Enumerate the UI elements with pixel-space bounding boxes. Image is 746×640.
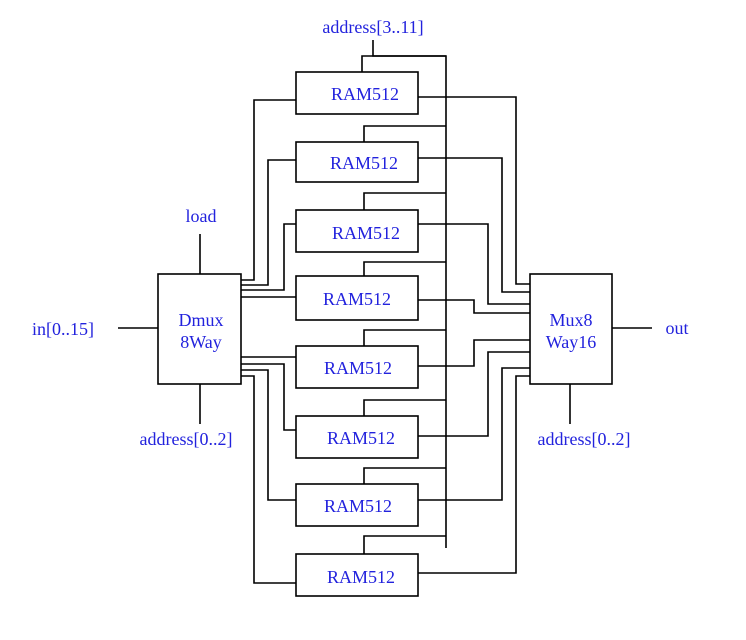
- bus-tap-2: [363, 125, 446, 142]
- dmux-address-label: address[0..2]: [140, 429, 233, 449]
- mux-box: [529, 273, 613, 385]
- bus-tap-6: [363, 399, 446, 416]
- ram-box-5: [295, 345, 419, 389]
- dmux-out-wire-6: [241, 363, 296, 431]
- ram-out-wire-3: [418, 223, 530, 305]
- ram-box-4: [295, 275, 419, 321]
- bus-tap-5: [363, 329, 446, 346]
- ram-label-4: RAM512: [323, 289, 391, 309]
- bus-tap-1: [361, 55, 446, 72]
- labels: address[3..11] load in[0..15] address[0.…: [32, 17, 689, 587]
- bus-tap-4: [363, 261, 446, 276]
- dmux-label-line1: Dmux: [179, 310, 224, 330]
- address-high-label: address[3..11]: [322, 17, 423, 37]
- bus-tap-3: [363, 192, 446, 210]
- ram-label-5: RAM512: [324, 358, 392, 378]
- dmux-out-wire-7: [241, 369, 296, 501]
- mux-label-line1: Mux8: [549, 310, 592, 330]
- bus-tap-8: [363, 535, 446, 554]
- ram-box-6: [295, 415, 419, 459]
- ram-label-7: RAM512: [324, 496, 392, 516]
- ram-box-1: [295, 71, 419, 115]
- ram-label-8: RAM512: [327, 567, 395, 587]
- ram-label-2: RAM512: [330, 153, 398, 173]
- mux-address-label: address[0..2]: [538, 429, 631, 449]
- components: [157, 71, 613, 597]
- ram-box-3: [295, 209, 419, 253]
- ram-out-wire-1: [418, 96, 530, 285]
- bus-tap-7: [363, 467, 446, 484]
- ram-out-wire-8: [418, 375, 530, 574]
- dmux-box: [157, 273, 242, 385]
- ram-out-wire-6: [418, 351, 530, 437]
- ram-box-8: [295, 553, 419, 597]
- ram-out-wire-4: [418, 299, 530, 314]
- mux-label-line2: Way16: [546, 332, 597, 352]
- wires: [118, 40, 652, 584]
- ram-label-3: RAM512: [332, 223, 400, 243]
- ram-label-1: RAM512: [331, 84, 399, 104]
- dmux-label-line2: 8Way: [180, 332, 222, 352]
- load-label: load: [186, 206, 217, 226]
- output-label: out: [665, 318, 688, 338]
- dmux-out-wire-2: [241, 159, 296, 286]
- dmux-out-wire-8: [241, 375, 296, 584]
- dmux-out-wire-3: [241, 223, 296, 291]
- ram-out-wire-5: [418, 339, 530, 367]
- input-label: in[0..15]: [32, 319, 94, 339]
- ram-out-wire-7: [418, 367, 530, 501]
- ram-box-2: [295, 141, 419, 183]
- ram-out-wire-2: [418, 157, 530, 293]
- dmux-out-wire-1: [241, 99, 296, 281]
- ram-box-7: [295, 483, 419, 527]
- ram-label-6: RAM512: [327, 428, 395, 448]
